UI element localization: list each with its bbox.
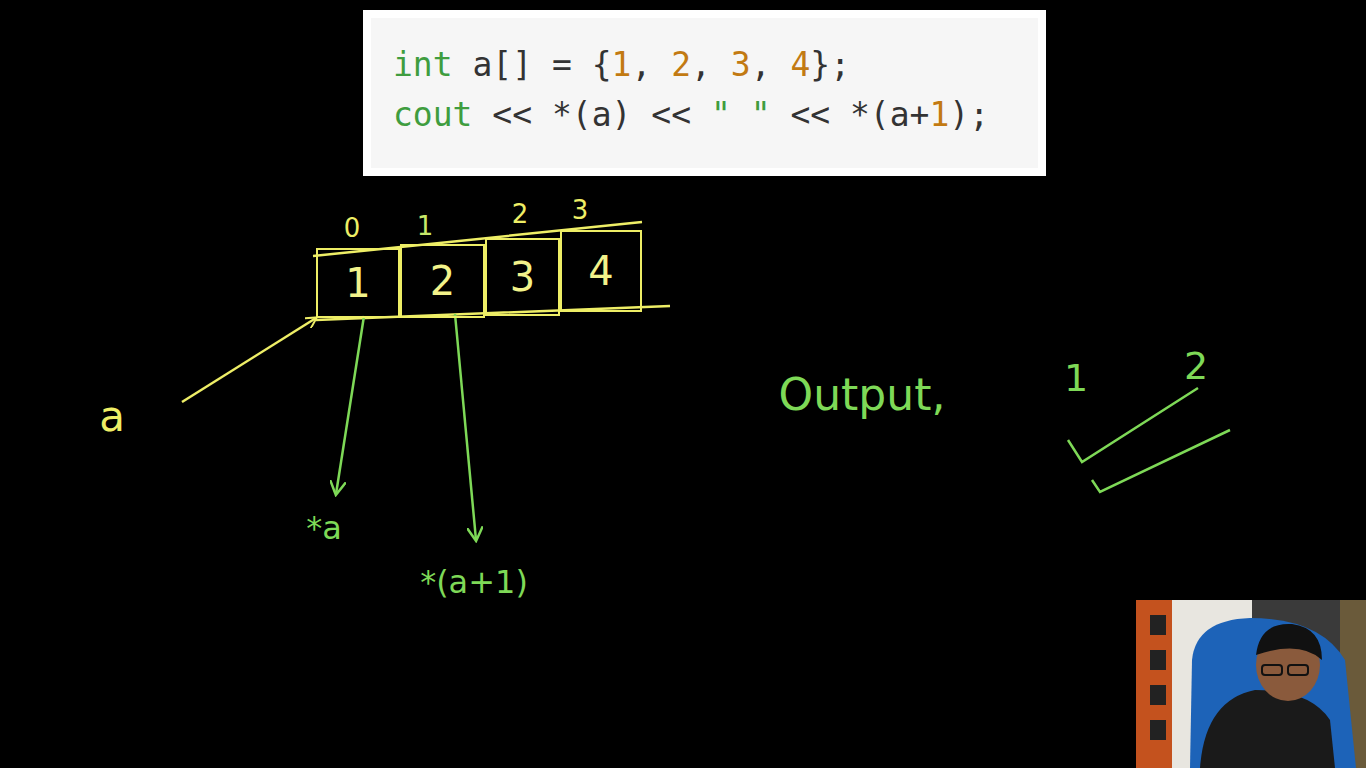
deref-arrow [336, 316, 364, 494]
cell-value: 1 [345, 260, 370, 306]
deref-label: *(a+1) [420, 563, 528, 601]
code-token: << *(a+ [771, 95, 930, 134]
code-token: 1 [612, 45, 632, 84]
index-label: 2 [512, 199, 529, 229]
array-cell: 4 [560, 230, 642, 312]
code-token: << *(a) << [472, 95, 710, 134]
cell-value: 4 [588, 248, 613, 294]
pointer-name: a [99, 392, 125, 441]
code-token: " " [711, 95, 771, 134]
cell-value: 3 [510, 254, 535, 300]
output-label: Output, [779, 369, 946, 420]
code-token: 1 [929, 95, 949, 134]
index-label: 3 [572, 195, 589, 225]
deref-arrow [455, 314, 476, 540]
code-token: }; [810, 45, 850, 84]
output-value: 1 [1064, 356, 1088, 400]
code-token: 3 [731, 45, 751, 84]
code-token: cout [393, 95, 472, 134]
webcam-inset [1136, 600, 1366, 768]
check-mark [1092, 430, 1230, 492]
code-token: , [631, 45, 671, 84]
array-cell: 3 [485, 238, 560, 316]
code-line: cout << *(a) << " " << *(a+1); [393, 90, 1016, 140]
index-label: 1 [417, 211, 434, 241]
code-box: int a[] = {1, 2, 3, 4};cout << *(a) << "… [363, 10, 1046, 176]
deref-label: *a [306, 509, 342, 547]
code-line: int a[] = {1, 2, 3, 4}; [393, 40, 1016, 90]
code-token: a[] = { [453, 45, 612, 84]
code-token: , [751, 45, 791, 84]
cell-value: 2 [430, 258, 455, 304]
code-token: 2 [671, 45, 691, 84]
array-cell: 2 [400, 244, 485, 318]
code-token: 4 [790, 45, 810, 84]
index-label: 0 [344, 213, 361, 243]
code-token: ); [949, 95, 989, 134]
output-value: 2 [1184, 344, 1208, 388]
array-cell: 1 [316, 248, 400, 318]
pointer-arrow [182, 318, 316, 402]
code-token: , [691, 45, 731, 84]
array-outline [313, 222, 670, 320]
code-token: int [393, 45, 453, 84]
